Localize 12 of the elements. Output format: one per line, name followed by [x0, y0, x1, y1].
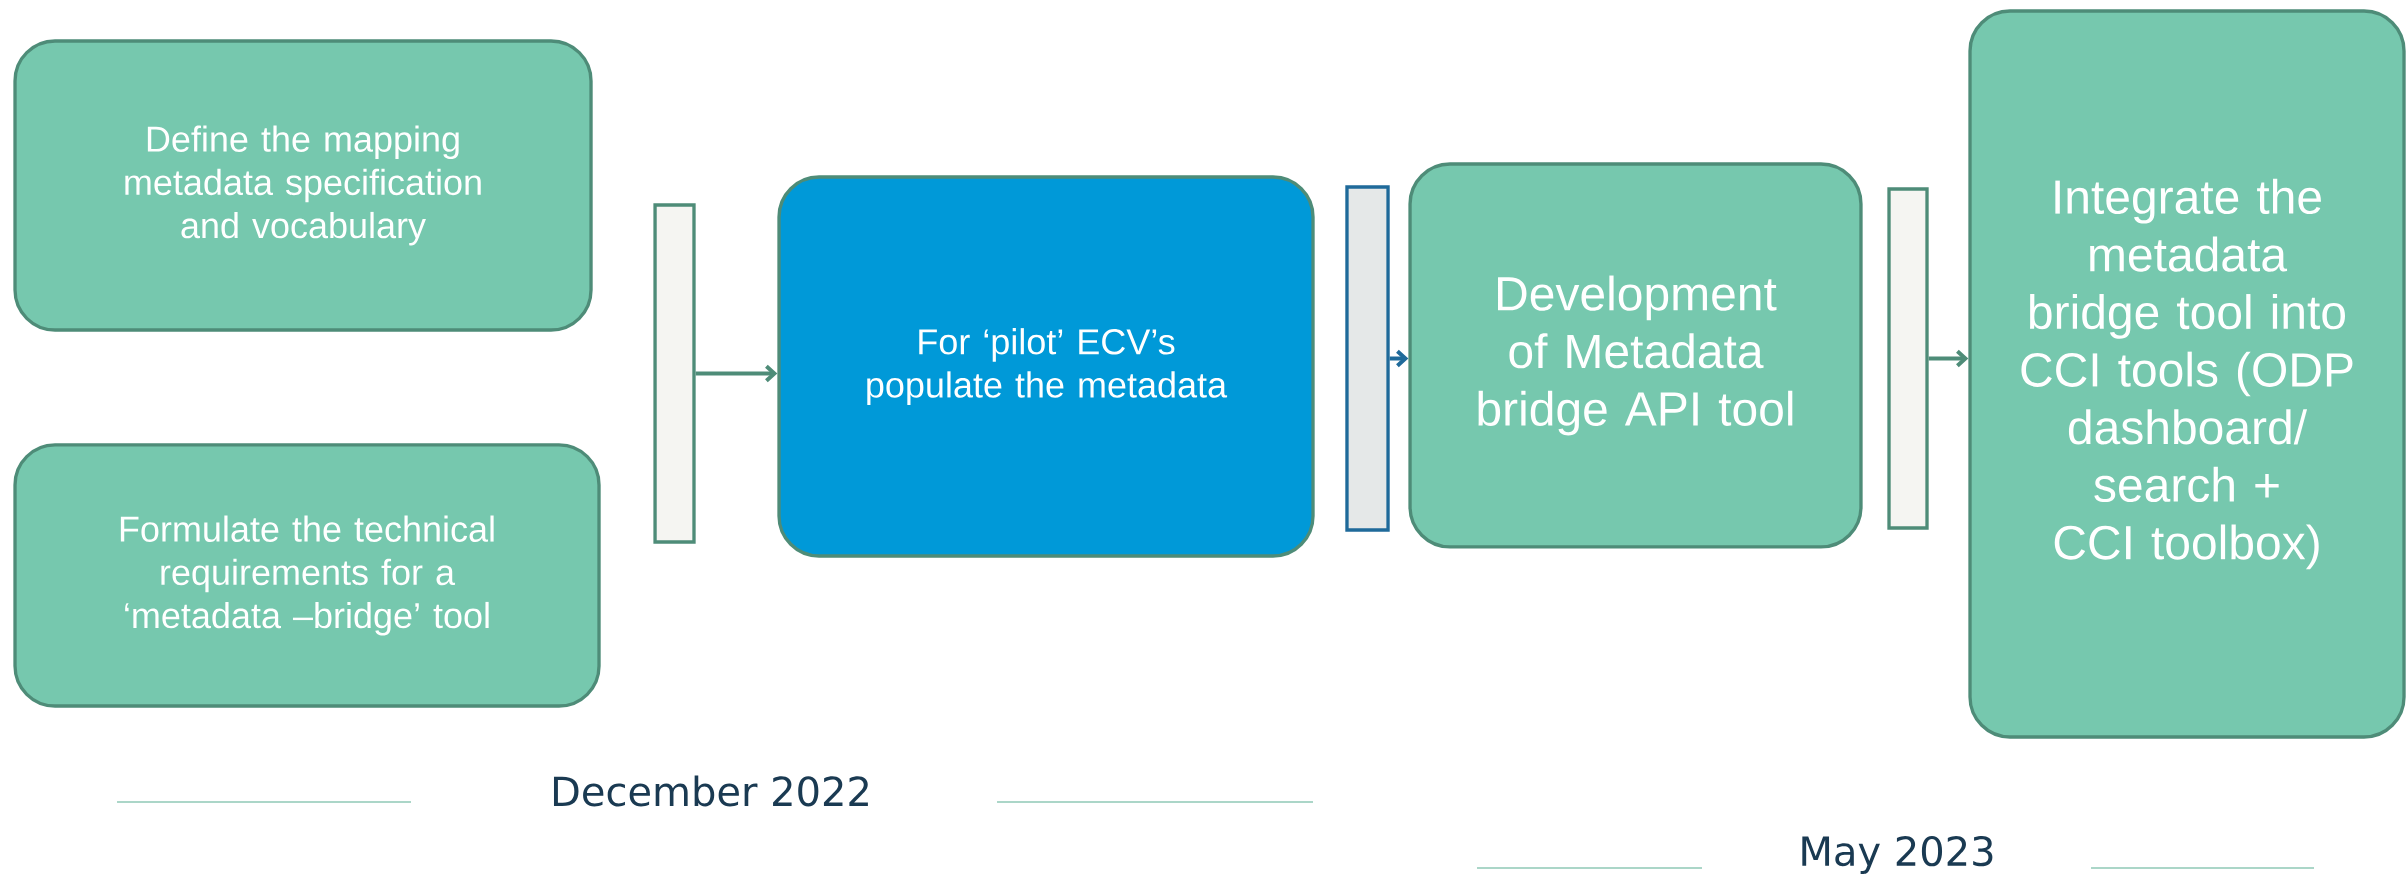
bar	[653, 203, 696, 544]
date-label: May 2023	[1802, 836, 1993, 874]
date-label: December 2022	[554, 775, 868, 807]
bar	[1887, 187, 1929, 530]
process-box: Integrate the metadata bridge tool into CCI tools (ODP dashboard/ search + CCI toolbox)	[1968, 9, 2406, 739]
arrow	[1928, 349, 1969, 368]
process-box: For ‘pilot’ ECV’s populate the metadata	[777, 175, 1315, 558]
process-box: Development of Metadata bridge API tool	[1408, 162, 1863, 549]
process-box: Formulate the technical requirements for a ‘metadata –bridge’ tool	[13, 443, 601, 708]
bar	[1345, 185, 1390, 532]
arrow	[695, 364, 778, 383]
process-box: Define the mapping metadata specification and vocabulary	[13, 39, 593, 332]
